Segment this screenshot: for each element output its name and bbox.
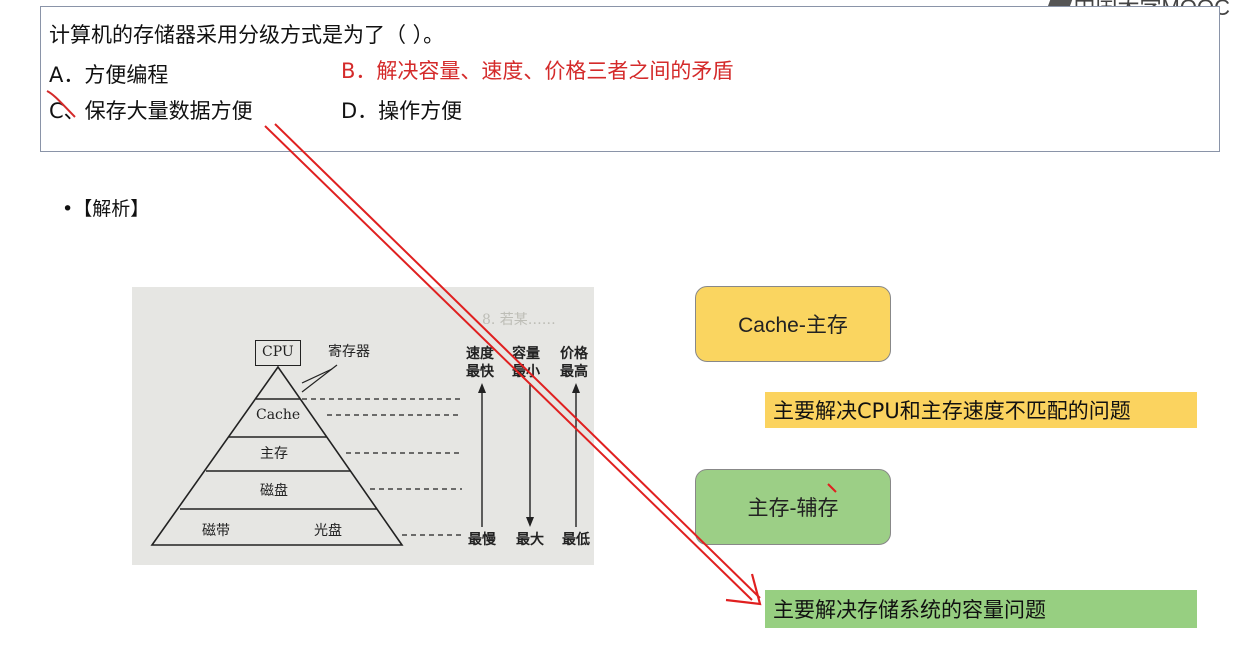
- question-text: 计算机的存储器采用分级方式是为了（ ）。: [49, 23, 445, 47]
- speed-bottom-label: 最慢: [468, 532, 496, 548]
- option-b-correct: B．解决容量、速度、价格三者之间的矛盾: [341, 59, 734, 83]
- figure-background-scan-text: 8. 若某……: [482, 312, 556, 328]
- register-label: 寄存器: [328, 344, 370, 360]
- cache-main-memory-card: Cache-主存: [695, 286, 891, 362]
- level-cache-label: Cache: [256, 407, 301, 423]
- cpu-box: CPU: [255, 340, 301, 366]
- main-aux-memory-label: 主存-辅存: [747, 497, 839, 520]
- option-a: A．方便编程: [49, 63, 169, 87]
- option-c: C、保存大量数据方便: [49, 99, 253, 123]
- speed-top-label: 速度 最快: [466, 346, 494, 380]
- question-box: 计算机的存储器采用分级方式是为了（ ）。 A．方便编程 B．解决容量、速度、价格…: [40, 6, 1220, 152]
- analysis-label: •【解析】: [62, 198, 150, 220]
- level-optical-label: 光盘: [314, 523, 342, 539]
- pyramid-drawing: [150, 364, 580, 546]
- cache-main-memory-label: Cache-主存: [738, 314, 848, 337]
- memory-hierarchy-figure: 8. 若某…… CPU 寄存器 Cache 主存 磁盘 磁带 光盘 速度 最快 …: [132, 287, 594, 565]
- cpu-label: CPU: [262, 344, 294, 360]
- price-top-label: 价格 最高: [560, 346, 588, 380]
- level-tape-label: 磁带: [202, 523, 230, 539]
- cache-main-note: 主要解决CPU和主存速度不匹配的问题: [765, 392, 1197, 428]
- level-main-memory-label: 主存: [260, 446, 288, 462]
- option-d: D．操作方便: [341, 99, 463, 123]
- capacity-bottom-label: 最大: [516, 532, 544, 548]
- strike-mark-icon: [46, 90, 76, 118]
- price-bottom-label: 最低: [562, 532, 590, 548]
- main-aux-memory-card: 主存-辅存: [695, 469, 891, 545]
- main-aux-note: 主要解决存储系统的容量问题: [765, 590, 1197, 628]
- level-disk-label: 磁盘: [260, 483, 288, 499]
